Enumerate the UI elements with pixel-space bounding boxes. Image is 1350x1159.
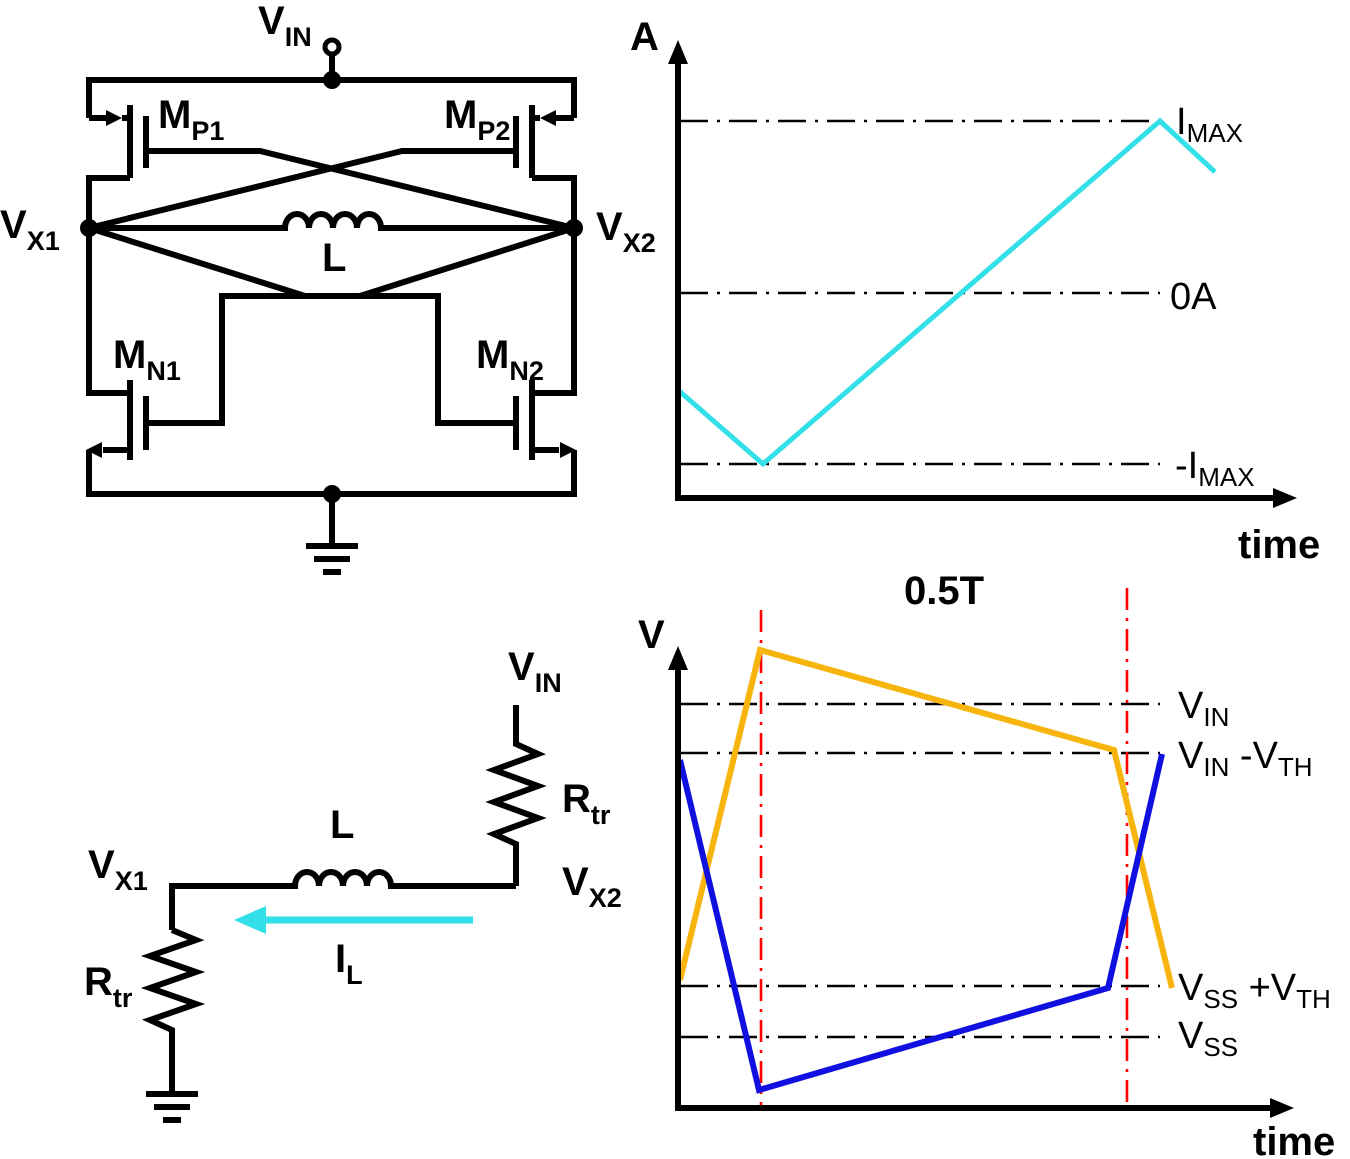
top-rail [86, 77, 577, 118]
pmos-mp1 [86, 105, 149, 228]
voltage-chart-y-arrow [668, 646, 688, 670]
vx1-down-wire [86, 228, 130, 396]
mn2-gate-wire [146, 225, 575, 426]
eq-label-inductor: L [330, 803, 354, 847]
current-level-label-neg-imax: -IMAX [1175, 445, 1255, 492]
current-chart-x-arrow [1273, 488, 1297, 508]
eq-label-node-vx1: VX1 [88, 843, 148, 896]
nmos-mn1 [86, 380, 149, 460]
node-vx1-dot [80, 219, 98, 237]
inductor-current-trace [676, 117, 1217, 468]
label-mp1: MP1 [158, 93, 224, 146]
eq-label-node-vx2: VX2 [562, 860, 622, 913]
voltage-chart-x-arrow [1270, 1098, 1294, 1118]
mp2-source-arrow [540, 110, 556, 126]
mp2-gate-wire [88, 148, 516, 231]
voltage-level-label-vin-minus-vth: VIN -VTH [1178, 735, 1313, 782]
voltage-chart-x-label: time [1253, 1120, 1335, 1159]
label-resistor-right: Rtr [562, 777, 611, 830]
half-period-label: 0.5T [904, 569, 984, 613]
mp1-source-arrow [106, 110, 122, 126]
label-mn1: MN1 [113, 333, 181, 386]
current-level-label-zero: 0A [1170, 276, 1217, 318]
current-arrow [234, 906, 473, 934]
voltage-chart-y-label: V [638, 613, 665, 657]
label-inductor: L [322, 236, 346, 280]
node-vx2-dot [565, 219, 583, 237]
inductor-eq [169, 869, 516, 930]
inductor-l [89, 211, 574, 231]
resistor-rtr-right [485, 705, 547, 886]
pmos-mp2 [513, 105, 577, 228]
label-node-vx2: VX2 [596, 205, 656, 258]
voltage-level-label-vin: VIN [1178, 685, 1229, 732]
current-chart: A time IMAX 0A -IMAX [630, 15, 1320, 567]
eq-label-supply-vin: VIN [508, 645, 562, 698]
current-chart-y-arrow [668, 40, 688, 64]
label-mn2: MN2 [476, 333, 544, 386]
label-supply-vin: VIN [258, 0, 312, 52]
label-node-vx1: VX1 [0, 203, 60, 256]
eq-ground-icon [146, 1085, 198, 1123]
nmos-mn2 [513, 380, 576, 460]
voltage-level-label-vss-plus-vth: VSS +VTH [1178, 967, 1331, 1014]
ground-icon [306, 494, 358, 575]
label-current-il: IL [335, 937, 363, 990]
cross-coupled-schematic: VIN MP1 MP2 [0, 0, 656, 575]
label-mp2: MP2 [444, 93, 510, 146]
vx2-voltage-trace [677, 646, 1175, 989]
vx2-down-wire [532, 228, 577, 396]
mp1-gate-wire [146, 148, 575, 231]
vx1-voltage-trace [677, 753, 1165, 1094]
mn1-gate-wire [88, 225, 516, 426]
label-resistor-left: Rtr [84, 960, 133, 1013]
voltage-chart: 0.5T V time VIN VIN -VTH VSS +VTH VSS [638, 569, 1335, 1159]
voltage-level-label-vss: VSS [1178, 1015, 1238, 1062]
current-chart-y-label: A [630, 15, 659, 59]
resistor-rtr-left [140, 927, 206, 1085]
equivalent-circuit: VIN Rtr L Rtr IL VX1 VX2 [84, 645, 622, 1123]
current-level-label-imax: IMAX [1176, 101, 1243, 148]
current-chart-x-label: time [1238, 523, 1320, 567]
